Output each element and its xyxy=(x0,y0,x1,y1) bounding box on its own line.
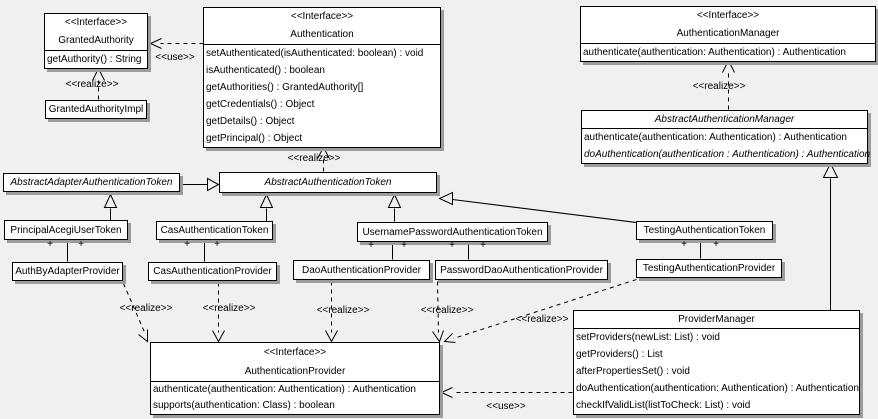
class-granted-authority-impl: GrantedAuthorityImpl xyxy=(45,100,147,119)
class-name: AbstractAuthenticationToken xyxy=(264,177,392,188)
class-password-dao-authentication-provider: PasswordDaoAuthenticationProvider xyxy=(435,260,608,280)
class-testing-authentication-provider: TestingAuthenticationProvider xyxy=(636,259,782,278)
plus-label: + xyxy=(401,240,407,251)
class-provider-manager: ProviderManager setProviders(newList: Li… xyxy=(573,310,860,415)
class-name: DaoAuthenticationProvider xyxy=(302,264,421,276)
plus-label: + xyxy=(368,240,374,251)
stereotype-label: <<Interface>> xyxy=(263,347,327,358)
realize-label: <<realize>> xyxy=(287,153,341,164)
realize-label: <<realize>> xyxy=(420,305,474,316)
method-label: getPrincipal() : Object xyxy=(206,133,303,144)
class-name: AbstractAuthenticationManager xyxy=(654,114,795,125)
realize-authbyadapterprovider xyxy=(123,283,148,343)
realize-casprovider xyxy=(212,282,225,343)
method-label: authenticate(authentication: Authenticat… xyxy=(584,132,847,143)
realize-label: <<realize>> xyxy=(65,79,119,90)
method-label: setAuthenticated(isAuthenticated: boolea… xyxy=(206,48,424,59)
use-label: <<use>> xyxy=(155,52,195,63)
realize-label: <<realize>> xyxy=(316,305,370,316)
method-label: getProviders() : List xyxy=(576,349,663,360)
class-name: PrincipalAcegiUserToken xyxy=(10,224,122,236)
method-label: authenticate(authentication: Authenticat… xyxy=(153,384,416,395)
class-name: TestingAuthenticationToken xyxy=(643,225,766,236)
stereotype-label: <<Interface>> xyxy=(64,17,128,28)
generalization-providermanager-to-abstractmanager xyxy=(822,162,839,311)
plus-label: + xyxy=(78,239,84,250)
use-authentication-to-grantedauthority xyxy=(149,38,204,49)
class-name: PasswordDaoAuthenticationProvider xyxy=(440,264,603,276)
method-label: getDetails() : Object xyxy=(206,116,295,127)
use-providermanager-to-authenticationprovider xyxy=(440,387,573,398)
method-label: isAuthenticated() : boolean xyxy=(206,65,325,76)
realize-label: <<realize>> xyxy=(202,303,256,314)
method-label: supports(authentication: Class) : boolea… xyxy=(153,400,335,411)
use-label: <<use>> xyxy=(486,401,526,412)
method-label: getAuthorities() : GrantedAuthority[] xyxy=(206,82,364,93)
class-name: CasAuthenticationToken xyxy=(160,225,269,236)
generalization-principaltoken-to-abstractadapter xyxy=(103,193,118,221)
plus-label: + xyxy=(449,240,455,251)
class-testing-authentication-token: TestingAuthenticationToken xyxy=(636,221,773,240)
class-name: UsernamePasswordAuthenticationToken xyxy=(362,226,543,238)
plus-label: + xyxy=(47,239,53,250)
stereotype-label: <<Interface>> xyxy=(696,10,760,21)
generalization-testingtoken-to-abstracttoken xyxy=(438,191,637,223)
plus-label: + xyxy=(713,239,719,250)
method-label: getAuthority() : String xyxy=(47,54,142,65)
class-abstract-adapter-authentication-token: AbstractAdapterAuthenticationToken xyxy=(3,173,180,192)
class-dao-authentication-provider: DaoAuthenticationProvider xyxy=(293,260,430,280)
class-name: TestingAuthenticationProvider xyxy=(642,263,776,274)
class-name: ProviderManager xyxy=(678,314,755,325)
method-label: getCredentials() : Object xyxy=(206,99,315,110)
realize-label: <<realize>> xyxy=(515,314,569,325)
class-authentication-provider: <<Interface>> AuthenticationProvider aut… xyxy=(150,342,440,415)
class-cas-authentication-provider: CasAuthenticationProvider xyxy=(148,262,277,281)
class-auth-by-adapter-provider: AuthByAdapterProvider xyxy=(12,262,123,281)
plus-label: + xyxy=(184,239,190,250)
class-abstract-authentication-manager: AbstractAuthenticationManager authentica… xyxy=(581,110,871,164)
method-label: doAuthentication(authentication : Authen… xyxy=(584,149,871,160)
generalization-usernametoken-to-abstracttoken xyxy=(387,193,402,222)
method-label: authenticate(authentication: Authenticat… xyxy=(583,47,846,58)
class-authentication: <<Interface>> Authentication setAuthenti… xyxy=(203,7,441,148)
class-name: AuthenticationManager xyxy=(676,28,780,39)
method-label: afterPropertiesSet() : void xyxy=(576,366,690,377)
class-name: AuthByAdapterProvider xyxy=(15,266,120,277)
realize-passworddaoprovider xyxy=(432,281,444,343)
class-name: AbstractAdapterAuthenticationToken xyxy=(10,177,173,188)
method-label: doAuthentication(authentication: Authent… xyxy=(576,383,859,394)
stereotype-label: <<Interface>> xyxy=(290,11,354,22)
realize-label: <<realize>> xyxy=(692,81,746,92)
class-name: AuthenticationProvider xyxy=(244,366,346,377)
class-name: Authentication xyxy=(290,29,354,40)
generalization-castoken-to-abstracttoken xyxy=(259,193,274,222)
method-label: setProviders(newList: List) : void xyxy=(576,332,720,343)
realize-testingprovider xyxy=(443,279,637,343)
class-name: GrantedAuthority xyxy=(58,35,134,46)
class-name: GrantedAuthorityImpl xyxy=(48,104,144,115)
plus-label: + xyxy=(480,240,486,251)
class-principal-acegi-user-token: PrincipalAcegiUserToken xyxy=(4,220,128,240)
class-name: CasAuthenticationProvider xyxy=(153,266,272,277)
realize-label: <<realize>> xyxy=(119,303,173,314)
class-cas-authentication-token: CasAuthenticationToken xyxy=(156,221,273,240)
realize-daoprovider xyxy=(325,281,338,343)
plus-label: + xyxy=(214,239,220,250)
plus-label: + xyxy=(681,239,687,250)
method-label: checkIfValidList(listToCheck: List) : vo… xyxy=(576,400,751,411)
class-granted-authority: <<Interface>> GrantedAuthority getAuthor… xyxy=(44,13,148,69)
class-abstract-authentication-token: AbstractAuthenticationToken xyxy=(219,172,437,193)
class-authentication-manager: <<Interface>> AuthenticationManager auth… xyxy=(580,6,876,62)
generalization-abstractadapter-to-abstracttoken xyxy=(181,177,220,192)
class-username-password-authentication-token: UsernamePasswordAuthenticationToken xyxy=(357,222,548,242)
